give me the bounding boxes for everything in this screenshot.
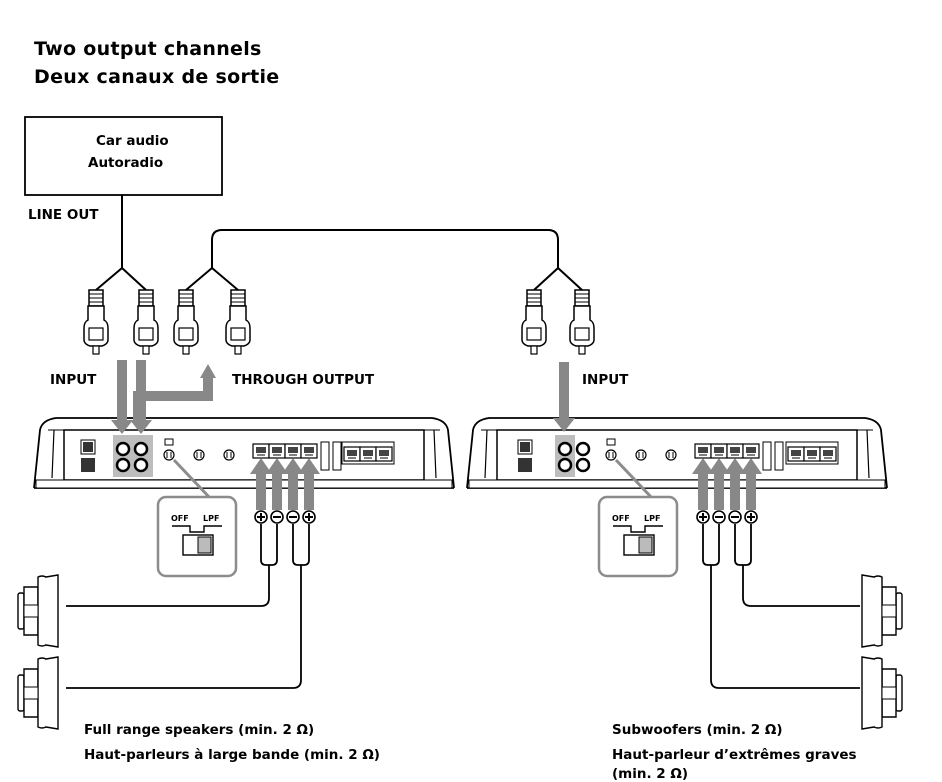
switch-lpf-label-left: LPF (203, 514, 220, 523)
caption-right-french-cont: (min. 2 Ω) (612, 766, 689, 782)
speaker-icon (861, 574, 903, 648)
autoradio-label: Autoradio (88, 155, 164, 171)
caption-left-english: Full range speakers (min. 2 Ω) (84, 722, 315, 738)
rca-plug-icon (133, 289, 159, 355)
lpf-switch-callout-right (597, 458, 679, 578)
rca-plug-icon (521, 289, 547, 355)
speaker-icon (17, 656, 59, 730)
input-arrow-right (553, 362, 575, 432)
page-title-french: Deux canaux de sortie (34, 66, 280, 88)
input-label-right: INPUT (582, 372, 629, 388)
speaker-icon (861, 656, 903, 730)
switch-off-label-left: OFF (171, 514, 189, 523)
rca-plug-icon (83, 289, 109, 355)
switch-lpf-label-right: LPF (644, 514, 661, 523)
speaker-icon (17, 574, 59, 648)
speaker-arrows-left (250, 458, 320, 510)
input-label-left: INPUT (50, 372, 97, 388)
through-output-arrow (133, 376, 213, 420)
lpf-switch-callout-left (156, 458, 238, 578)
caption-right-english: Subwoofers (min. 2 Ω) (612, 722, 783, 738)
through-output-label: THROUGH OUTPUT (232, 372, 375, 388)
car-audio-label: Car audio (96, 133, 169, 149)
car-audio-box (24, 116, 223, 196)
rca-plug-icon (173, 289, 199, 355)
page-title-english: Two output channels (34, 38, 262, 60)
caption-right-french: Haut-parleur d’extrêmes graves (612, 747, 857, 763)
rca-plug-icon (225, 289, 251, 355)
switch-off-label-right: OFF (612, 514, 630, 523)
caption-left-french: Haut-parleurs à large bande (min. 2 Ω) (84, 747, 380, 763)
speaker-arrows-right (692, 458, 762, 510)
line-out-label: LINE OUT (28, 207, 99, 223)
rca-plug-icon (569, 289, 595, 355)
